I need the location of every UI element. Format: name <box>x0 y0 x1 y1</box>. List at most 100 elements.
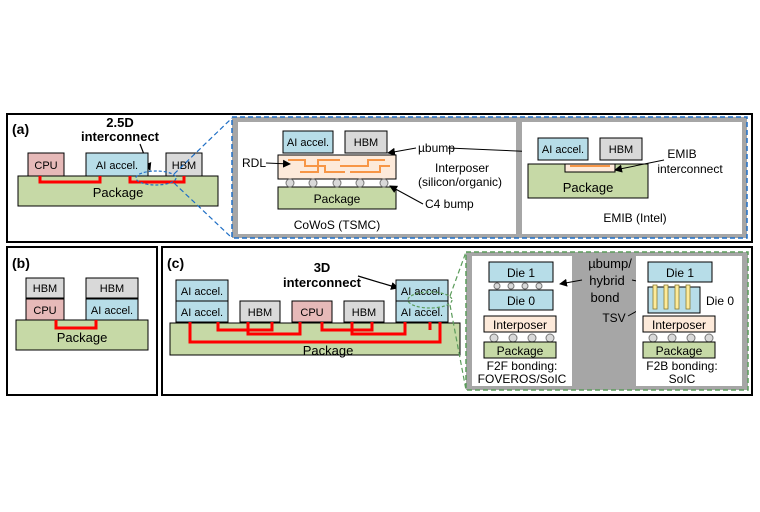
ai-bottom-left-c <box>175 300 229 323</box>
zoom-line-c-top <box>449 251 467 297</box>
emib-ai-chip <box>537 137 589 161</box>
package-a-label: Package <box>93 185 144 200</box>
middle-label-line2: hybrid <box>589 273 624 288</box>
emib-package-label: Package <box>563 180 614 195</box>
cowos-interposer-line1: Interposer <box>435 161 489 175</box>
cpu-b <box>25 298 65 321</box>
emib-label-arrow <box>614 159 665 173</box>
emib-hbm-label: HBM <box>609 144 633 156</box>
f2f-die0 <box>488 289 554 311</box>
f2f-die1 <box>488 261 554 283</box>
f2b-die1 <box>647 261 713 283</box>
panel-c-label: (c) <box>167 255 184 271</box>
emib-caption: EMIB (Intel) <box>603 211 666 225</box>
tsv-label: TSV <box>602 311 625 325</box>
ai-chip-a <box>85 152 149 177</box>
cowos-rdl-label: RDL <box>242 156 266 170</box>
cpu-b-label: CPU <box>33 305 56 317</box>
f2f-package-label: Package <box>497 344 544 358</box>
callout-3d-line2: interconnect <box>283 275 362 290</box>
f2b-package <box>642 341 716 359</box>
f2f-die1-label: Die 1 <box>507 266 535 280</box>
ai-b-label: AI accel. <box>91 305 133 317</box>
cowos-rdl-arrow <box>265 159 291 168</box>
zoom-ellipse-a <box>135 170 177 186</box>
ai-chip-a-label: AI accel. <box>96 160 138 172</box>
callout-3d-line1: 3D <box>314 260 331 275</box>
cpu-chip-a-label: CPU <box>34 160 57 172</box>
f2b-tsvs <box>652 284 691 310</box>
panel-b-label: (b) <box>12 255 30 271</box>
cowos-hbm-label: HBM <box>354 137 378 149</box>
panel-b: (b) Package HBM CPU HBM AI accel. <box>6 246 158 396</box>
hbm-chip-a-label: HBM <box>172 160 196 172</box>
ai-b <box>85 298 139 321</box>
panel-b-frame <box>6 246 158 396</box>
cowos-ai-label: AI accel. <box>287 137 329 149</box>
cowos-interposer-line2: (silicon/organic) <box>418 175 502 189</box>
wire-ai-hbm-a <box>128 176 186 184</box>
emib-ai-label: AI accel. <box>542 144 584 156</box>
hbm-right-b <box>85 277 139 299</box>
zoom-ellipse-c <box>407 291 453 309</box>
callout-2-5d-line1: 2.5D <box>106 115 133 130</box>
cowos-ubump-arrow <box>387 147 417 156</box>
ai-top-left-c-label: AI accel. <box>181 286 223 298</box>
panel-a-label: (a) <box>12 121 29 137</box>
cowos-c4-label: C4 bump <box>425 197 474 211</box>
cowos-interposer <box>277 154 397 180</box>
ai-bottom-right-c <box>395 300 449 323</box>
cowos-rdl-lines <box>288 159 390 173</box>
cowos-package-label: Package <box>314 192 361 206</box>
middle-label-line1: µbump/ <box>588 256 632 271</box>
f2f-interposer-label: Interposer <box>493 318 547 332</box>
f2f-c4-bumps <box>489 333 555 343</box>
f2f-package <box>483 341 557 359</box>
hbm-right-c-label: HBM <box>352 307 376 319</box>
f2f-interposer <box>483 315 557 333</box>
cpu-c-label: CPU <box>300 307 323 319</box>
panel-c-frame <box>161 246 753 396</box>
cowos-ubump-label: µbump <box>418 141 455 155</box>
middle-label-line3: bond <box>591 290 620 305</box>
f2b-interposer-label: Interposer <box>652 318 706 332</box>
panel-a-frame <box>6 113 753 243</box>
cowos-caption: CoWoS (TSMC) <box>294 218 380 232</box>
cpu-chip-a <box>27 152 65 177</box>
hbm-left-b <box>25 277 65 299</box>
callout-3d-arrow <box>357 275 399 290</box>
zoom-line-a-top <box>173 117 233 175</box>
panel-c: (c) 3D interconnect Package AI accel. AI… <box>161 246 753 396</box>
f2b-package-label: Package <box>656 344 703 358</box>
cowos-hbm-chip <box>344 130 388 154</box>
emib-hbm-chip <box>599 137 643 161</box>
callout-2-5d-line2: interconnect <box>81 129 160 144</box>
hbm-right-c <box>343 300 385 323</box>
wires-c <box>188 322 442 344</box>
hbm-right-b-label: HBM <box>100 283 124 295</box>
hbm-left-b-label: HBM <box>33 283 57 295</box>
cpu-c <box>291 300 333 323</box>
f2b-caption-line1: F2B bonding: <box>646 359 717 373</box>
f2f-caption-line2: FOVEROS/SoIC <box>478 372 567 386</box>
zoom-line-a-bottom <box>173 182 233 239</box>
hbm-left-c-label: HBM <box>248 307 272 319</box>
cowos-c4-arrow <box>389 185 424 205</box>
package-b <box>15 319 149 351</box>
emib-label-line1: EMIB <box>667 147 696 161</box>
cowos-c4-bumps <box>285 178 389 188</box>
f2b-die0-label: Die 0 <box>706 294 734 308</box>
zoom-line-c-bottom <box>449 304 467 391</box>
wire-b <box>54 320 98 330</box>
cowos-ai-chip <box>282 130 334 154</box>
middle-arrow-left <box>559 278 583 287</box>
ai-bottom-left-c-label: AI accel. <box>181 307 223 319</box>
hbm-left-c <box>239 300 281 323</box>
ai-bottom-right-c-label: AI accel. <box>401 307 443 319</box>
f2b-interposer <box>642 315 716 333</box>
f2f-ubumps <box>493 282 543 290</box>
package-b-label: Package <box>57 330 108 345</box>
f2f-die0-label: Die 0 <box>507 294 535 308</box>
wire-cpu-ai-a <box>38 176 102 184</box>
